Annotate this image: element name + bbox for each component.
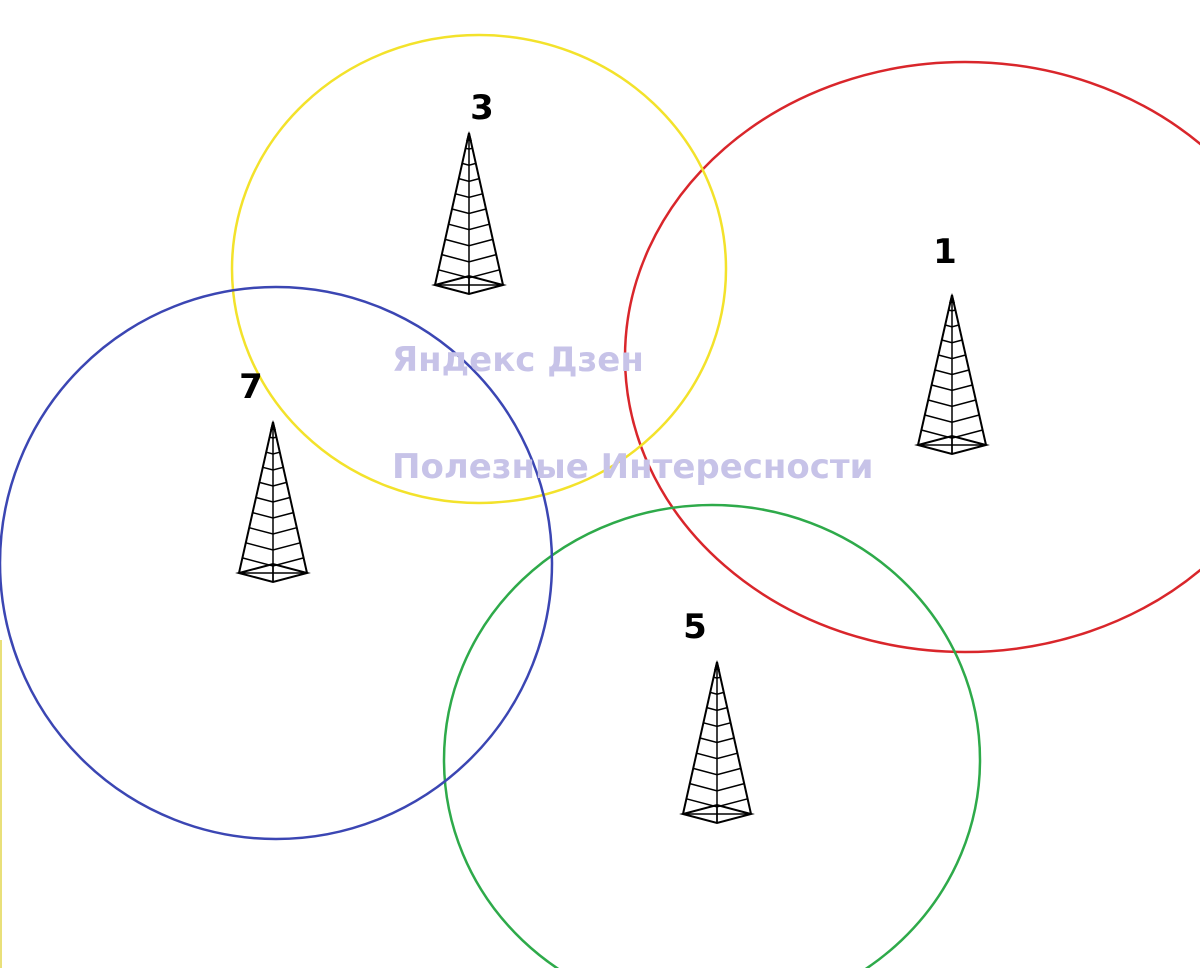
cell-tower-icon (679, 660, 755, 825)
coverage-ring-7 (0, 285, 554, 841)
tower-label-3: 3 (470, 88, 494, 128)
tower-label-7: 7 (239, 367, 263, 407)
left-edge-line (0, 640, 2, 968)
watermark-line-1: Яндекс Дзен (392, 340, 644, 380)
cell-tower-icon (431, 131, 507, 296)
cell-tower-icon (235, 420, 311, 584)
towers-layer (235, 131, 990, 825)
tower-label-5: 5 (683, 607, 707, 647)
coverage-ring-5 (442, 503, 982, 968)
watermark-line-2: Полезные Интересности (392, 447, 874, 487)
tower-label-1: 1 (933, 232, 957, 272)
coverage-ring-3 (230, 33, 728, 505)
coverage-ring-1 (623, 60, 1200, 654)
cell-tower-icon (914, 293, 990, 456)
tower-labels: 1 3 5 7 (239, 88, 957, 647)
coverage-rings (0, 33, 1200, 968)
